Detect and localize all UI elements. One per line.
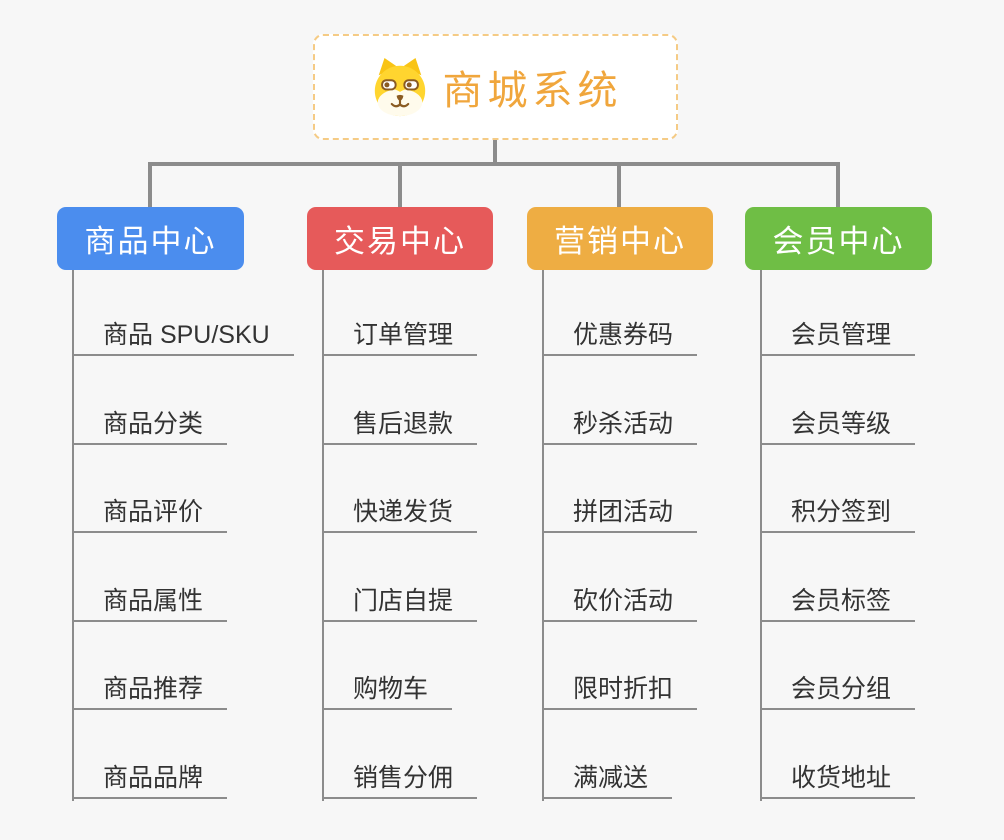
leaf-node[interactable]: 门店自提	[323, 586, 478, 622]
leaf-node[interactable]: 秒杀活动	[543, 409, 698, 445]
leaf-node[interactable]: 订单管理	[323, 320, 478, 356]
branch-trunk-line	[72, 270, 74, 801]
branch-header-product-center[interactable]: 商品中心	[57, 207, 244, 270]
leaf-node[interactable]: 满减送	[543, 763, 673, 799]
leaf-node[interactable]: 积分签到	[761, 497, 916, 533]
leaf-node[interactable]: 拼团活动	[543, 497, 698, 533]
branch-header-trade-center[interactable]: 交易中心	[307, 207, 493, 270]
leaf-node[interactable]: 限时折扣	[543, 674, 698, 710]
root-node[interactable]: 商城系统	[313, 34, 678, 140]
leaf-node[interactable]: 商品分类	[73, 409, 228, 445]
leaf-node[interactable]: 售后退款	[323, 409, 478, 445]
leaf-node[interactable]: 销售分佣	[323, 763, 478, 799]
leaf-node[interactable]: 商品推荐	[73, 674, 228, 710]
leaf-node[interactable]: 购物车	[323, 674, 453, 710]
leaf-node[interactable]: 会员分组	[761, 674, 916, 710]
leaf-node[interactable]: 快递发货	[323, 497, 478, 533]
leaf-node[interactable]: 商品评价	[73, 497, 228, 533]
leaf-node[interactable]: 商品属性	[73, 586, 228, 622]
branch-trunk-line	[322, 270, 324, 801]
root-title: 商城系统	[442, 69, 623, 113]
connector-rail	[148, 162, 840, 207]
leaf-node[interactable]: 砍价活动	[543, 586, 698, 622]
leaf-node[interactable]: 优惠券码	[543, 320, 698, 356]
leaf-node[interactable]: 收货地址	[761, 763, 916, 799]
leaf-node[interactable]: 商品 SPU/SKU	[73, 320, 294, 356]
leaf-node[interactable]: 会员标签	[761, 586, 916, 622]
branch-trunk-line	[542, 270, 544, 801]
leaf-node[interactable]: 商品品牌	[73, 763, 228, 799]
branch-header-member-center[interactable]: 会员中心	[745, 207, 932, 270]
connector-group	[148, 140, 840, 207]
branch-header-marketing-center[interactable]: 营销中心	[527, 207, 713, 270]
dog-face-icon	[374, 57, 425, 117]
leaf-node[interactable]: 会员等级	[761, 409, 916, 445]
branch-trunk-line	[760, 270, 762, 801]
leaf-node[interactable]: 会员管理	[761, 320, 916, 356]
